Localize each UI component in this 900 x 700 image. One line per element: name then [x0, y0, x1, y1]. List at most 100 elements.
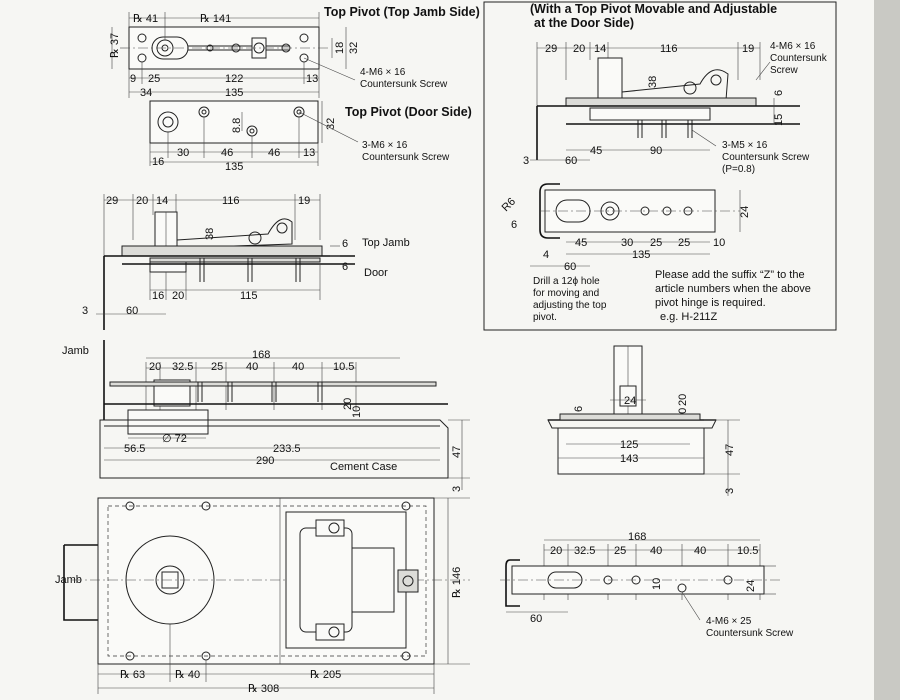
title-movable-line2: at the Door Side)	[534, 16, 634, 30]
dim-label: 32.5	[172, 361, 193, 373]
dim-label: 8.8	[231, 118, 243, 133]
dim-label: 125	[620, 439, 638, 451]
dim-label: 6	[342, 261, 348, 273]
label-door: Door	[364, 267, 388, 279]
dim-label: 29	[106, 195, 118, 207]
dim-label: 290	[256, 455, 274, 467]
top-pivot-jamb-view: Top Pivot (Top Jamb Side) ℞ 41 ℞ 141 ℞ 3…	[109, 5, 480, 99]
dim-label: 14	[594, 43, 606, 55]
dim-label: 30	[621, 237, 633, 249]
dim-label: 3	[82, 305, 88, 317]
screw-note: Countersunk Screw	[360, 79, 448, 90]
dim-label: 15	[773, 114, 785, 126]
dim-label: 60	[126, 305, 138, 317]
dim-label: 38	[647, 76, 659, 88]
dim-label: 20	[677, 394, 689, 406]
dim-label: ℞ 41	[133, 13, 158, 25]
dim-label: 233.5	[273, 443, 301, 455]
dim-label: ℞ 40	[175, 669, 200, 681]
floor-spring-end-section: 24 6 20 10 125 143 47 3	[547, 345, 740, 496]
dim-label: 29	[545, 43, 557, 55]
dim-label: ℞ 141	[200, 13, 231, 25]
dim-label: 20	[149, 361, 161, 373]
dim-label: 18	[334, 42, 346, 54]
movable-pivot-panel: (With a Top Pivot Movable and Adjustable…	[483, 1, 837, 331]
dim-label: ℞ 146	[451, 567, 463, 598]
dim-label: 135	[632, 249, 650, 261]
dim-label: 46	[221, 147, 233, 159]
drill-note: adjusting the top	[533, 300, 607, 311]
dim-label: 40	[246, 361, 258, 373]
dim-label: 3	[451, 486, 463, 492]
door-plate-section	[589, 107, 711, 121]
screw-note: Countersunk Screw	[362, 152, 450, 163]
screw-note: Countersunk Screw	[722, 152, 810, 163]
title-top-pivot-jamb: Top Pivot (Top Jamb Side)	[324, 5, 480, 19]
dim-label: 56.5	[124, 443, 145, 455]
dim-label: 24	[624, 395, 636, 407]
screw-hole	[299, 33, 309, 43]
dim-label: 24	[739, 206, 751, 218]
arm-lever	[176, 218, 293, 249]
dim-label: 6	[773, 90, 785, 96]
arm-plate-plan-view: 168 20 32.5 25 40 40 10.5 10 24 60 4-M6 …	[500, 531, 794, 639]
dim-label: 3	[523, 155, 529, 167]
jamb-plate-section	[565, 97, 757, 107]
dim-label: 38	[204, 228, 216, 240]
screw-note: 4-M6 × 16	[770, 41, 816, 52]
label-jamb: Jamb	[62, 345, 89, 357]
dim-label: 34	[140, 87, 152, 99]
dim-label: 135	[225, 161, 243, 173]
dim-label: 3	[724, 488, 736, 494]
label-top-jamb: Top Jamb	[362, 237, 410, 249]
dim-label: 40	[694, 545, 706, 557]
dim-label: 25	[678, 237, 690, 249]
arm-lever	[621, 69, 729, 103]
dim-label: ℞ 205	[310, 669, 341, 681]
top-pivot-door-view: Top Pivot (Door Side) 8.8 32 16 30 46 46…	[149, 100, 472, 173]
dim-label: 168	[252, 349, 270, 361]
movable-panel-frame	[483, 1, 837, 331]
spindle-top	[619, 385, 637, 407]
dim-label: 122	[225, 73, 243, 85]
floor-spring-front-section: Jamb 168 20 32.5 25 40 40 10.5 20 10 ∅ 7…	[62, 340, 470, 492]
dim-label: 90	[650, 145, 662, 157]
dim-label: 116	[222, 195, 240, 207]
suffix-note: pivot hinge is required.	[655, 297, 766, 309]
title-top-pivot-door: Top Pivot (Door Side)	[345, 105, 472, 119]
floor-spring-plan-view: Jamb ℞ 146 ℞ 63 ℞ 40 ℞ 205 ℞ 308	[55, 497, 470, 695]
dim-label: 20	[136, 195, 148, 207]
dim-label: 10.5	[333, 361, 354, 373]
screw-hole	[137, 33, 147, 43]
dim-label: 47	[451, 446, 463, 458]
jamb-bracket	[505, 559, 520, 607]
label-cement-case: Cement Case	[330, 461, 397, 473]
dim-label: 135	[225, 87, 243, 99]
dim-label: ℞ 308	[248, 683, 279, 695]
dim-label: 60	[565, 155, 577, 167]
dim-label: 4	[543, 249, 549, 261]
dim-label: 115	[240, 290, 258, 302]
screw-note: 4-M6 × 16	[360, 67, 406, 78]
dim-label: ∅ 72	[162, 433, 187, 445]
dim-label: 10	[351, 406, 363, 418]
title-movable-line1: (With a Top Pivot Movable and Adjustable	[530, 2, 777, 16]
drill-note: pivot.	[533, 312, 557, 323]
dim-label: 45	[575, 237, 587, 249]
adjust-valve	[397, 569, 419, 593]
screw-note: Screw	[770, 65, 799, 76]
screw-note: 3-M6 × 16	[362, 140, 408, 151]
cover-boss	[127, 409, 209, 435]
dim-label: 25	[614, 545, 626, 557]
dim-label: 32.5	[574, 545, 595, 557]
dim-label: 9	[130, 73, 136, 85]
dim-label: 47	[724, 444, 736, 456]
dim-label: 16	[152, 290, 164, 302]
dim-label: 6	[573, 406, 585, 412]
label-jamb-bottom: Jamb	[55, 574, 82, 586]
dim-label: 13	[303, 147, 315, 159]
screw-note: 4-M6 × 25	[706, 616, 752, 627]
cement-case	[99, 419, 449, 479]
dim-label: 6	[342, 238, 348, 250]
